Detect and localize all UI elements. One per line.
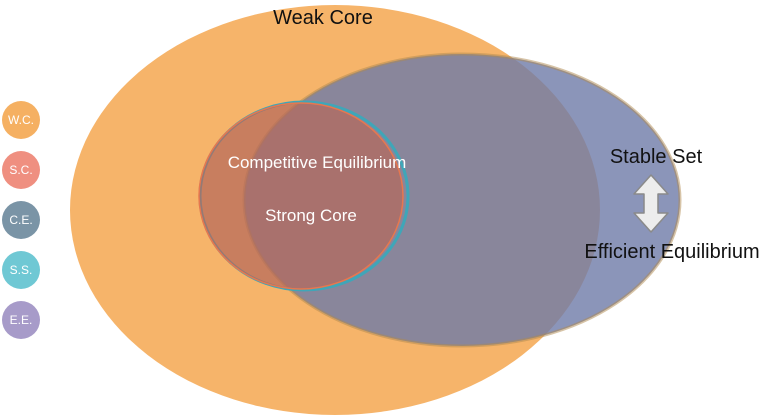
stable-set-label: Stable Set [610, 146, 703, 168]
efficient-equilibrium-label: Efficient Equilibrium [584, 241, 759, 263]
legend-label: S.C. [9, 163, 32, 177]
legend-item: S.C. [2, 151, 40, 189]
legend-swatch [2, 251, 40, 289]
strong-core-label: Strong Core [265, 206, 357, 225]
legend-label: S.S. [10, 263, 33, 277]
weak-core-label: Weak Core [273, 7, 373, 29]
legend-swatch [2, 101, 40, 139]
legend-item: E.E. [2, 301, 40, 339]
double-arrow-vertical-icon [633, 174, 669, 233]
legend-item: S.S. [2, 251, 40, 289]
legend-swatch [2, 201, 40, 239]
strong-core-ellipse [198, 102, 404, 290]
legend-swatch [2, 301, 40, 339]
legend-swatch [2, 151, 40, 189]
legend-item: W.C. [2, 101, 40, 139]
legend-item: C.E. [2, 201, 40, 239]
competitive-equilibrium-label: Competitive Equilibrium [228, 153, 407, 172]
legend-label: C.E. [9, 213, 32, 227]
legend-label: E.E. [10, 313, 33, 327]
legend: W.C. S.C. C.E. S.S. E.E. [2, 101, 40, 339]
legend-label: W.C. [8, 113, 34, 127]
